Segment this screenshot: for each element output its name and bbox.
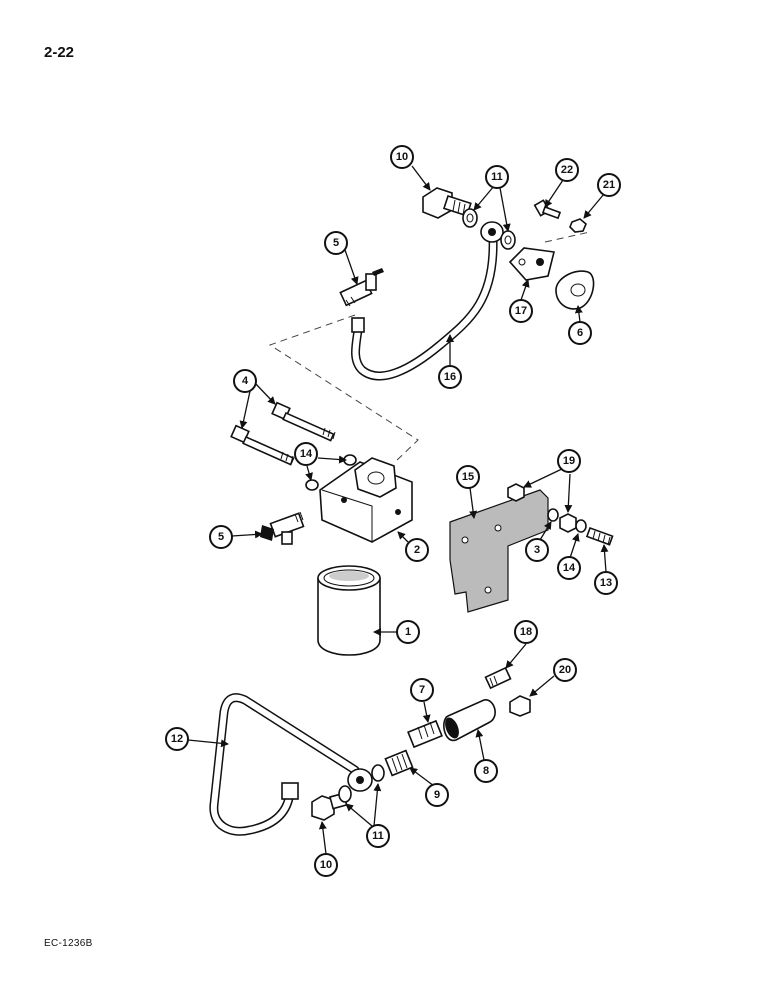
svg-text:3: 3 bbox=[534, 544, 540, 556]
part-connector-18 bbox=[484, 666, 512, 690]
part-nut-19-b bbox=[559, 513, 577, 533]
callout-6: 6 bbox=[568, 321, 592, 345]
callout-5-lower: 5 bbox=[209, 525, 233, 549]
part-flange-17 bbox=[508, 247, 555, 281]
part-washer-3 bbox=[547, 508, 559, 522]
svg-text:21: 21 bbox=[603, 179, 615, 191]
svg-text:22: 22 bbox=[561, 164, 573, 176]
callout-11-upper: 11 bbox=[485, 165, 509, 189]
alignment-line-right bbox=[544, 231, 591, 243]
svg-text:19: 19 bbox=[563, 455, 575, 467]
svg-text:14: 14 bbox=[300, 448, 313, 460]
callout-4: 4 bbox=[233, 369, 257, 393]
page-number: 2-22 bbox=[44, 44, 75, 61]
callout-18: 18 bbox=[514, 620, 538, 644]
callout-2: 2 bbox=[405, 538, 429, 562]
part-bracket-15 bbox=[449, 489, 549, 613]
part-stud-13 bbox=[585, 526, 614, 546]
callout-16: 16 bbox=[438, 365, 462, 389]
callout-10-upper: 10 bbox=[390, 145, 414, 169]
svg-text:20: 20 bbox=[559, 664, 571, 676]
svg-text:9: 9 bbox=[434, 789, 440, 801]
callout-14-right: 14 bbox=[557, 556, 581, 580]
svg-text:8: 8 bbox=[483, 765, 489, 777]
svg-text:5: 5 bbox=[333, 237, 339, 249]
callout-7: 7 bbox=[410, 678, 434, 702]
svg-text:2: 2 bbox=[414, 544, 420, 556]
svg-text:18: 18 bbox=[520, 626, 532, 638]
alignment-line-upper bbox=[268, 314, 419, 463]
part-fuel-pipe-upper bbox=[351, 221, 504, 381]
part-gasket-6 bbox=[555, 270, 595, 310]
callout-21: 21 bbox=[597, 173, 621, 197]
part-washer-lower-b bbox=[371, 764, 385, 782]
callout-1: 1 bbox=[396, 620, 420, 644]
document-code: EC-1236B bbox=[44, 938, 93, 949]
svg-text:13: 13 bbox=[600, 577, 612, 589]
part-bolt-4-upper bbox=[271, 401, 336, 442]
svg-text:10: 10 bbox=[320, 859, 332, 871]
callout-5-upper: 5 bbox=[324, 231, 348, 255]
part-bolt-4-lower bbox=[230, 424, 295, 466]
svg-text:5: 5 bbox=[218, 531, 224, 543]
callout-17: 17 bbox=[509, 299, 533, 323]
part-tee-fitting-lower bbox=[260, 511, 305, 545]
part-tee-fitting-upper bbox=[339, 268, 384, 307]
svg-text:7: 7 bbox=[419, 684, 425, 696]
callout-14-upper: 14 bbox=[294, 442, 318, 466]
part-filter-canister-1 bbox=[317, 565, 381, 656]
part-plug-20 bbox=[509, 695, 531, 717]
part-banjo-bolt-upper bbox=[422, 187, 472, 219]
part-sleeve-8 bbox=[443, 699, 496, 742]
callout-3: 3 bbox=[525, 538, 549, 562]
part-screw-22 bbox=[533, 199, 562, 220]
part-nut-19-a bbox=[507, 483, 525, 502]
svg-text:14: 14 bbox=[563, 562, 576, 574]
part-nut-21 bbox=[569, 218, 587, 233]
callout-11-lower: 11 bbox=[366, 824, 390, 848]
callout-10-lower: 10 bbox=[314, 853, 338, 877]
callout-9: 9 bbox=[425, 783, 449, 807]
part-nipple-7 bbox=[407, 719, 443, 749]
callout-22: 22 bbox=[555, 158, 579, 182]
callout-13: 13 bbox=[594, 571, 618, 595]
svg-text:4: 4 bbox=[242, 375, 249, 387]
svg-text:11: 11 bbox=[491, 171, 503, 183]
part-washer-lower-a bbox=[338, 785, 352, 803]
callout-12: 12 bbox=[165, 727, 189, 751]
part-filter-head-2 bbox=[319, 457, 413, 543]
callout-15: 15 bbox=[456, 465, 480, 489]
svg-text:1: 1 bbox=[405, 626, 411, 638]
svg-text:16: 16 bbox=[444, 371, 456, 383]
svg-text:15: 15 bbox=[462, 471, 474, 483]
part-fuel-pipe-lower bbox=[209, 693, 373, 836]
part-washer-14-b bbox=[305, 479, 319, 491]
part-washer-14-c bbox=[575, 519, 587, 533]
svg-text:17: 17 bbox=[515, 305, 527, 317]
svg-text:11: 11 bbox=[372, 830, 384, 842]
svg-text:6: 6 bbox=[577, 327, 583, 339]
part-adapter-9 bbox=[384, 749, 414, 777]
callout-19: 19 bbox=[557, 449, 581, 473]
svg-text:12: 12 bbox=[171, 733, 183, 745]
callout-8: 8 bbox=[474, 759, 498, 783]
svg-text:10: 10 bbox=[396, 151, 408, 163]
callout-20: 20 bbox=[553, 658, 577, 682]
